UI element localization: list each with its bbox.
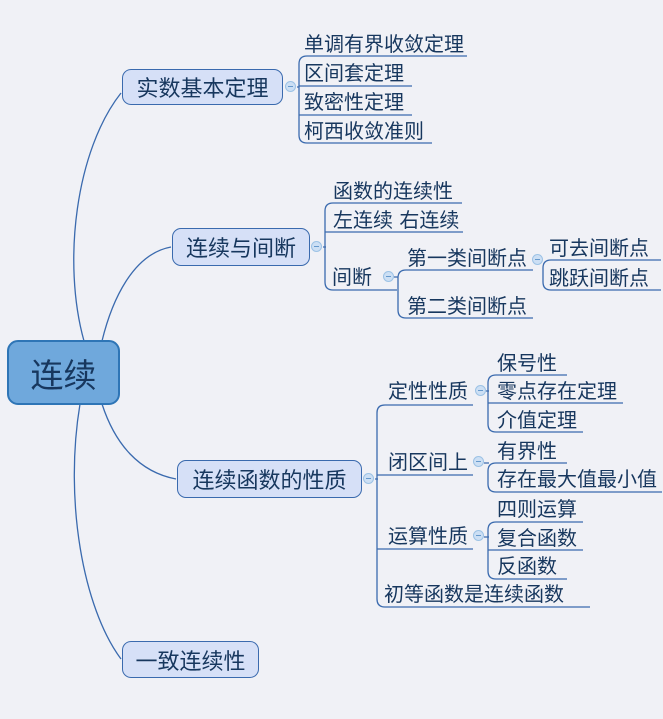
topic-compactness-theorem[interactable]: 致密性定理 [304, 90, 404, 114]
branch-curve-real-number-theorems [73, 92, 122, 342]
collapse-icon-properties[interactable] [363, 473, 374, 484]
branch-curve-uniform-continuity [73, 403, 122, 660]
topic-qualitative-properties[interactable]: 定性性质 [388, 379, 468, 403]
topic-inverse-function[interactable]: 反函数 [497, 554, 557, 578]
topic-removable-discontinuity[interactable]: 可去间断点 [549, 236, 649, 260]
topic-second-kind-discontinuity[interactable]: 第二类间断点 [407, 294, 527, 318]
bracket-operations [484, 521, 583, 580]
branch-curve-continuity-discontinuity [101, 246, 172, 342]
collapse-icon-continuity[interactable] [311, 241, 322, 252]
branch-uniform-continuity[interactable]: 一致连续性 [122, 641, 259, 678]
topic-boundedness[interactable]: 有界性 [497, 439, 557, 463]
topic-nested-interval-theorem[interactable]: 区间套定理 [304, 61, 404, 85]
bracket-closed-interval [484, 462, 662, 493]
topic-composite-function[interactable]: 复合函数 [497, 526, 577, 550]
topic-closed-interval[interactable]: 闭区间上 [388, 450, 468, 474]
branch-real-number-theorems[interactable]: 实数基本定理 [122, 69, 283, 105]
collapse-icon-closed-interval[interactable] [473, 456, 484, 467]
collapse-icon-real-number[interactable] [285, 81, 296, 92]
topic-left-right-continuity[interactable]: 左连续 右连续 [333, 208, 460, 232]
collapse-icon-first-kind[interactable] [532, 254, 543, 265]
topic-zero-existence-theorem[interactable]: 零点存在定理 [497, 379, 617, 403]
collapse-icon-qualitative[interactable] [475, 385, 486, 396]
topic-max-min-existence[interactable]: 存在最大值最小值 [497, 467, 657, 491]
topic-operation-properties[interactable]: 运算性质 [388, 524, 468, 548]
topic-cauchy-criterion[interactable]: 柯西收敛准则 [304, 119, 424, 143]
topic-first-kind-discontinuity[interactable]: 第一类间断点 [407, 246, 527, 270]
topic-discontinuity[interactable]: 间断 [332, 265, 372, 289]
bracket-properties [375, 404, 590, 608]
topic-intermediate-value-theorem[interactable]: 介值定理 [497, 408, 577, 432]
root-topic-continuity[interactable]: 连续 [7, 340, 120, 405]
topic-jump-discontinuity[interactable]: 跳跃间断点 [549, 266, 649, 290]
topic-four-arithmetic-operations[interactable]: 四则运算 [497, 497, 577, 521]
branch-properties-of-continuous-functions[interactable]: 连续函数的性质 [177, 460, 362, 498]
bracket-discontinuity [394, 269, 533, 319]
topic-elementary-functions-continuous[interactable]: 初等函数是连续函数 [384, 582, 564, 606]
topic-monotone-bounded-convergence[interactable]: 单调有界收敛定理 [304, 32, 464, 56]
bracket-qualitative [486, 374, 623, 433]
topic-sign-preserving[interactable]: 保号性 [497, 351, 557, 375]
bracket-first-kind [542, 259, 661, 291]
collapse-icon-discontinuity[interactable] [383, 271, 394, 282]
bracket-real-number [297, 55, 467, 144]
branch-curve-properties [101, 403, 177, 480]
topic-function-continuity[interactable]: 函数的连续性 [333, 179, 453, 203]
bracket-continuity [323, 202, 463, 291]
branch-continuity-discontinuity[interactable]: 连续与间断 [172, 228, 310, 266]
collapse-icon-operations[interactable] [473, 530, 484, 541]
